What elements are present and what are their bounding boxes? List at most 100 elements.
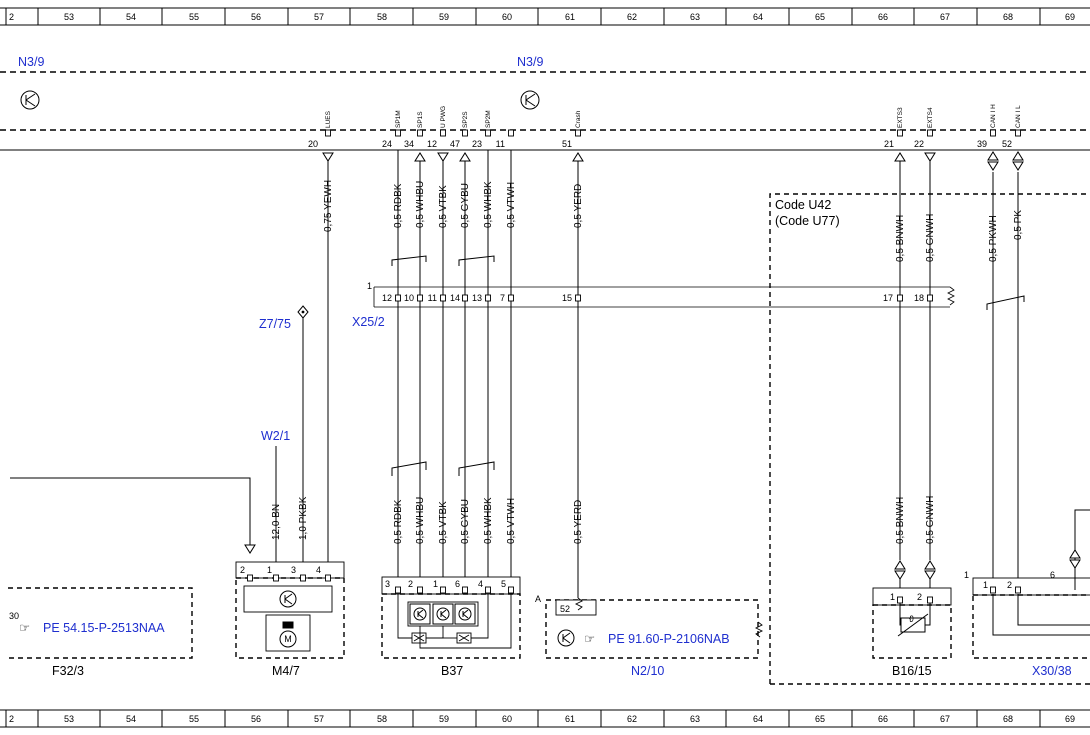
wire-label: 0,5 YERD — [573, 500, 584, 544]
b37-label: B37 — [441, 664, 463, 678]
wire-label: 0,75 YEWH — [323, 180, 334, 232]
signal-label: LUES — [325, 110, 332, 128]
ruler-cell: 58 — [377, 12, 387, 22]
wire-label: 0,5 VTBK — [438, 185, 449, 228]
signal-label: CAN I L — [1015, 105, 1022, 128]
pin-number: 52 — [560, 604, 570, 614]
ruler-cell: 55 — [189, 12, 199, 22]
wire-label: 0,5 VTWH — [506, 498, 517, 544]
pin-number: 1 — [433, 579, 438, 589]
ruler-cell: 61 — [565, 714, 575, 724]
f32-3-fuse-box: 30 ☞ PE 54.15-P-2513NAA F32/3 — [8, 587, 193, 678]
wire-label: 0,5 RDBK — [393, 183, 404, 228]
code-box-line2: (Code U77) — [775, 214, 840, 228]
n3-9-module: N3/9 N3/9 — [0, 55, 1090, 151]
pin-number: 51 — [562, 139, 572, 149]
b16-15-label: B16/15 — [892, 664, 932, 678]
pin-number: 7 — [500, 293, 505, 303]
ruler-cell: 55 — [189, 714, 199, 724]
pin-number: 12 — [427, 139, 437, 149]
lower-wires — [391, 301, 931, 598]
pin-number: 4 — [478, 579, 483, 589]
signal-label: EXTS3 — [897, 107, 904, 128]
ruler-cell: 63 — [690, 12, 700, 22]
wire-label: 0,5 PKWH — [988, 215, 999, 262]
x25-2-connector: 1 X25/2 12 10 11 14 13 7 15 17 18 — [352, 281, 955, 329]
pin-number: 12 — [382, 293, 392, 303]
transistor-icon — [520, 90, 540, 110]
ruler-cell: 67 — [940, 714, 950, 724]
ruler-cell: 53 — [64, 714, 74, 724]
n2-10-label: N2/10 — [631, 664, 664, 678]
ruler-cell: 56 — [251, 714, 261, 724]
ruler-cell: 65 — [815, 12, 825, 22]
motor-icon: M — [279, 630, 297, 648]
upper-wires — [327, 150, 1025, 635]
b37-pedal-sensor: 3 2 1 6 4 5 — [381, 576, 521, 678]
top-ruler: 2 53 54 55 56 57 58 59 60 61 62 63 64 65… — [0, 7, 1090, 26]
f32-feed-wire — [10, 477, 251, 545]
ruler-cell: 67 — [940, 12, 950, 22]
x30-38-label: X30/38 — [1032, 664, 1072, 678]
wire-label: 0,5 VTBK — [438, 501, 449, 544]
signal-label: SP1M — [395, 110, 402, 128]
wire-label: 0,5 GNWH — [925, 214, 936, 262]
lower-wire-labels: 12,0 BN 1,0 PKBK 0,5 RDBK 0,5 WHBU 0,5 V… — [271, 496, 936, 544]
svg-text:M: M — [284, 634, 292, 644]
pin-number: 1 — [267, 565, 272, 575]
z7-75-label: Z7/75 — [259, 317, 291, 331]
z7-75-splice: Z7/75 — [259, 305, 309, 570]
pin-number: 11 — [496, 139, 505, 149]
pin-number: 39 — [977, 139, 987, 149]
ruler-cell: 69 — [1065, 12, 1075, 22]
ruler-cell: 65 — [815, 714, 825, 724]
ruler-cell: 56 — [251, 12, 261, 22]
wire-label: 0,5 BNWH — [895, 497, 906, 544]
ruler-cell: 53 — [64, 12, 74, 22]
pin-number: 34 — [404, 139, 414, 149]
hall-sensor-icon — [409, 603, 431, 625]
ruler-cell: 54 — [126, 714, 136, 724]
signal-label: CAN I H — [990, 104, 997, 128]
pin-number: 6 — [455, 579, 460, 589]
wire-label: 1,0 PKBK — [298, 496, 309, 540]
x25-2-label: X25/2 — [352, 315, 385, 329]
signal-label: U PWG — [440, 106, 447, 128]
pin-number: 4 — [316, 565, 321, 575]
ruler-cell: 54 — [126, 12, 136, 22]
top-connector-pins: LUES SP1M SP1S U PWG SP2S SP2M Crash EXT… — [308, 104, 1024, 171]
ruler-cell: 2 — [9, 714, 14, 724]
transistor-icon — [279, 590, 297, 608]
temperature-icon: ϑ — [909, 614, 914, 624]
transistor-icon — [20, 90, 40, 110]
ruler-cell: 66 — [878, 714, 888, 724]
ruler-cell: 59 — [439, 714, 449, 724]
x30-corner-left: 1 — [964, 570, 969, 580]
ruler-cell: 60 — [502, 12, 512, 22]
wire-label: 0,5 GYBU — [460, 499, 471, 544]
n2-reference: PE 91.60-P-2106NAB — [608, 632, 730, 646]
wire-label: 0,5 YERD — [573, 184, 584, 228]
ruler-cell: 69 — [1065, 714, 1075, 724]
f32-reference: PE 54.15-P-2513NAA — [43, 621, 165, 635]
wire-label: 0,5 RDBK — [393, 499, 404, 544]
f32-pin: 30 — [9, 611, 19, 621]
n3-9-label-right: N3/9 — [517, 55, 543, 69]
m4-7-fan-motor: 2 1 3 4 M M4/7 — [235, 544, 345, 678]
reference-icon: ☞ — [19, 621, 30, 635]
ruler-cell: 57 — [314, 12, 324, 22]
pin-number: 10 — [404, 293, 414, 303]
w2-1-label: W2/1 — [261, 429, 290, 443]
ruler-cell: 64 — [753, 12, 763, 22]
x30-38-connector: 1 2 1 6 X30/38 — [964, 509, 1090, 678]
signal-label: EXTS4 — [927, 107, 934, 128]
wire-label: 12,0 BN — [271, 504, 282, 540]
ruler-cell: 62 — [627, 714, 637, 724]
pin-number: 15 — [562, 293, 572, 303]
code-box: Code U42 (Code U77) — [769, 193, 1090, 685]
pin-number: 20 — [308, 139, 318, 149]
pin-number: 5 — [501, 579, 506, 589]
pin-number: 3 — [291, 565, 296, 575]
wire-label: 0,5 PK — [1013, 210, 1024, 240]
wire-label: 0,5 BNWH — [895, 215, 906, 262]
